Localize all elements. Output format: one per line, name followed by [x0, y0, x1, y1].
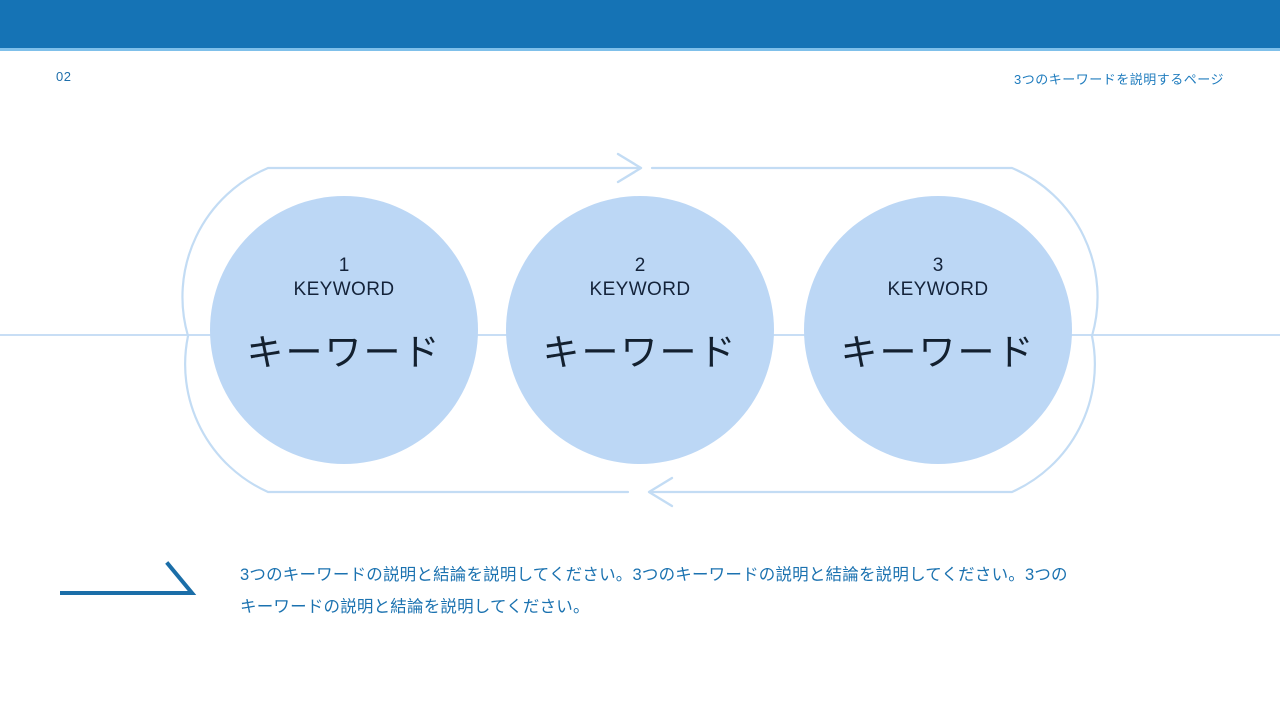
- keyword-cycle-diagram: 1 KEYWORD キーワード 2 KEYWORD キーワード 3 KEYWOR…: [0, 140, 1280, 520]
- keyword-circle-3-shape: [804, 196, 1072, 464]
- keyword-circle-3-index: 3: [932, 255, 944, 276]
- keyword-circle-2[interactable]: 2 KEYWORD キーワード: [506, 196, 774, 464]
- keyword-circle-1-label-jp: キーワード: [246, 332, 442, 373]
- page-title: 3つのキーワードを説明するページ: [1014, 72, 1224, 87]
- keyword-circle-2-label-jp: キーワード: [542, 332, 738, 373]
- page-number: 02: [56, 69, 72, 84]
- loop-arrowhead-bottom-left-icon: [647, 476, 674, 508]
- loop-arrow-path: [181, 152, 1099, 508]
- keyword-circle-3[interactable]: 3 KEYWORD キーワード: [804, 196, 1072, 464]
- keyword-circle-1-label-en: KEYWORD: [293, 279, 395, 300]
- caption-body-text: 3つのキーワードの説明と結論を説明してください。3つのキーワードの説明と結論を説…: [240, 566, 1068, 616]
- keyword-circle-1[interactable]: 1 KEYWORD キーワード: [210, 196, 478, 464]
- keyword-circle-1-index: 1: [338, 255, 350, 276]
- top-accent-bar-underline: [0, 48, 1280, 51]
- keyword-circle-2-label-en: KEYWORD: [589, 279, 691, 300]
- top-accent-bar: [0, 0, 1280, 48]
- keyword-circle-2-index: 2: [634, 255, 646, 276]
- keyword-circle-1-shape: [210, 196, 478, 464]
- keyword-circle-2-shape: [506, 196, 774, 464]
- keyword-circle-3-label-en: KEYWORD: [887, 279, 989, 300]
- caption-angle-marker-icon: [60, 561, 197, 595]
- loop-arrowhead-top-right-icon: [616, 152, 643, 184]
- keyword-circle-3-label-jp: キーワード: [840, 332, 1036, 373]
